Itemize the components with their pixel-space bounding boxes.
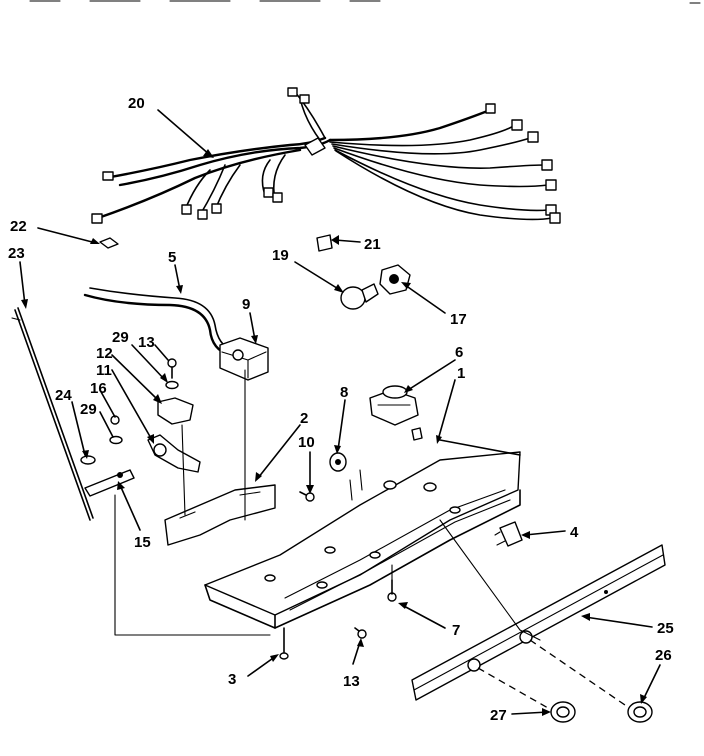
wire-harness-part-20 [91, 87, 561, 224]
callout-6: 6 [455, 344, 463, 361]
screw-part-7 [387, 579, 397, 602]
switch-part-4 [494, 521, 523, 547]
screw-part-13-upper [167, 358, 177, 379]
rod-part-23 [11, 307, 94, 521]
callout-1: 1 [457, 365, 465, 382]
callout-9: 9 [242, 296, 250, 313]
callout-29-upper: 29 [112, 329, 129, 346]
callout-13-lower: 13 [343, 673, 360, 690]
callout-27: 27 [490, 707, 507, 724]
clip-part-22 [99, 237, 119, 249]
bracket-part-12 [157, 397, 194, 425]
callout-22: 22 [10, 218, 27, 235]
knob-part-26 [627, 701, 653, 723]
assembly-guide-lines [114, 369, 626, 709]
socket-part-17 [379, 264, 411, 295]
callout-21: 21 [364, 236, 381, 253]
housing-part-1 [204, 427, 521, 629]
panel-part-25 [411, 544, 666, 701]
callout-26: 26 [655, 647, 672, 664]
knob-part-8 [329, 452, 347, 472]
callout-25: 25 [657, 620, 674, 637]
callout-19: 19 [272, 247, 289, 264]
arrowheads [21, 149, 647, 716]
callout-24: 24 [55, 387, 72, 404]
callout-23: 23 [8, 245, 25, 262]
bulb-part-19 [340, 283, 379, 310]
part-21 [316, 234, 333, 252]
callout-2: 2 [300, 410, 308, 427]
callout-15: 15 [134, 534, 151, 551]
callout-7: 7 [452, 622, 460, 639]
callout-5: 5 [168, 249, 176, 266]
screw-part-13-lower [354, 627, 367, 639]
callout-17: 17 [450, 311, 467, 328]
knob-part-27 [550, 701, 576, 723]
callout-labels: 20 22 23 5 9 19 21 17 29 13 12 11 16 29 … [8, 95, 674, 724]
callout-12: 12 [96, 345, 113, 362]
thermostat-part-6 [369, 385, 419, 426]
bracket-part-15 [84, 469, 135, 497]
callout-20: 20 [128, 95, 145, 112]
callout-29-lower: 29 [80, 401, 97, 418]
control-part-9 [219, 337, 269, 381]
washer-part-29-upper [165, 380, 179, 390]
screw-part-10 [299, 491, 315, 502]
callout-4: 4 [570, 524, 579, 541]
cropped-header-artifact [29, 0, 701, 4]
callout-8: 8 [340, 384, 348, 401]
washer-part-24 [80, 455, 96, 465]
callout-16: 16 [90, 380, 107, 397]
callout-10: 10 [298, 434, 315, 451]
part-11-16-assembly [147, 434, 201, 473]
callout-11: 11 [96, 362, 112, 379]
washer-part-29-lower [109, 435, 123, 445]
leader-lines [19, 109, 661, 715]
callout-3: 3 [228, 671, 236, 688]
bracket-part-2 [164, 484, 276, 546]
screw-part-3 [279, 627, 289, 660]
callout-13-upper: 13 [138, 334, 155, 351]
tube-part-5 [83, 287, 233, 357]
